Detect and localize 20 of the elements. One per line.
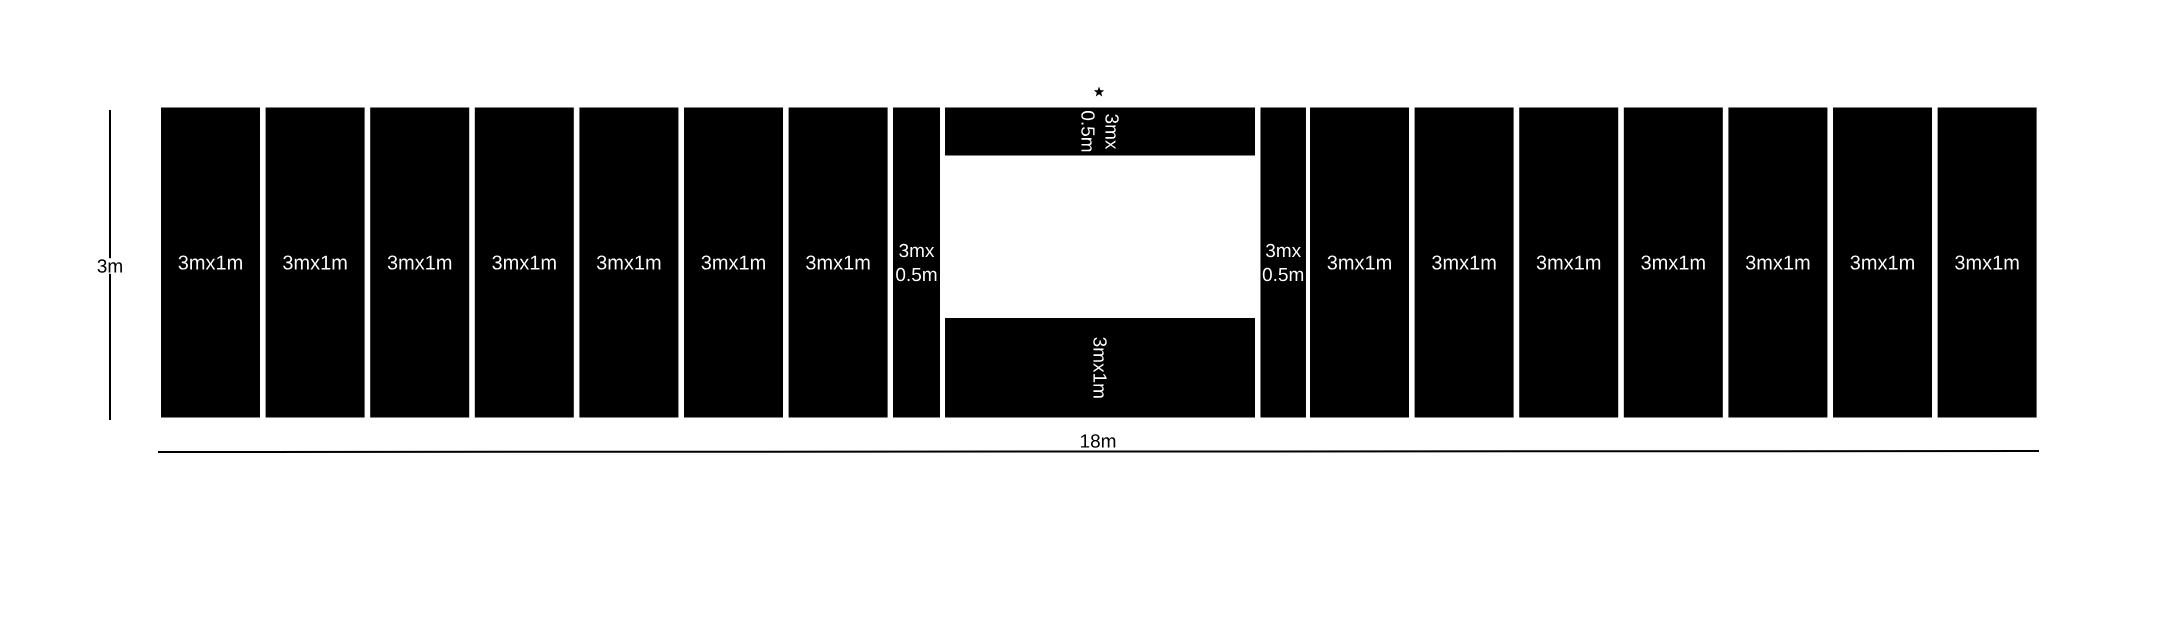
panel: 3mx1m bbox=[579, 107, 679, 418]
dimension-label: 3m bbox=[92, 258, 128, 274]
panel: 3mx 0.5m bbox=[1260, 107, 1306, 418]
panel: 3mx1m bbox=[788, 107, 888, 418]
panel: 3mx1m bbox=[161, 107, 260, 418]
panel: 3mx1m bbox=[1623, 107, 1723, 418]
panel: 3mx1m bbox=[1310, 107, 1409, 418]
panel: 3mx 0.5m bbox=[945, 107, 1255, 156]
panel: 3mx1m bbox=[265, 107, 365, 418]
panel: 3mx1m bbox=[684, 107, 783, 418]
panel: 3mx 0.5m bbox=[893, 107, 940, 418]
panel: 3mx1m bbox=[1519, 107, 1619, 418]
panel: 3mx1m bbox=[1833, 107, 1932, 418]
dimension-label: 18m bbox=[1075, 433, 1121, 449]
panel: 3mx1m bbox=[1937, 107, 2037, 418]
panel: 3mx1m bbox=[1414, 107, 1514, 418]
panel: 3mx1m bbox=[1728, 107, 1828, 418]
panel: 3mx1m bbox=[474, 107, 574, 418]
panel: 3mx1m bbox=[945, 318, 1255, 418]
panel: 3mx1m bbox=[370, 107, 470, 418]
